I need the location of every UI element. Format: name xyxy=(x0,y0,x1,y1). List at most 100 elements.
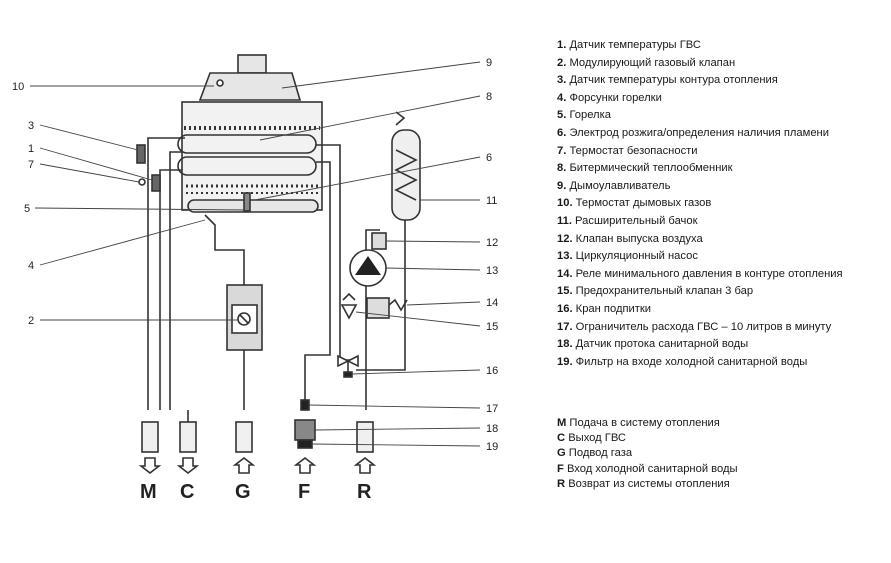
legend-item: 2. Модулирующий газовый клапан xyxy=(557,55,887,73)
legend-text: Датчик протока санитарной воды xyxy=(572,338,749,351)
legend-number: 3. xyxy=(557,74,567,87)
legend-item: 17. Ограничитель расхода ГВС – 10 литров… xyxy=(557,319,887,337)
port-g-label: G xyxy=(235,481,251,503)
port-legend-key: C xyxy=(557,432,566,445)
legend-item: 13. Циркуляционный насос xyxy=(557,248,887,266)
callout-17: 17 xyxy=(486,403,498,415)
legend-number: 4. xyxy=(557,91,567,104)
legend-text: Предохранительный клапан 3 бар xyxy=(572,285,754,298)
legend-number: 11. xyxy=(557,214,572,227)
legend-text: Модулирующий газовый клапан xyxy=(566,56,736,69)
legend-number: 2. xyxy=(557,56,567,69)
port-g-fitting xyxy=(235,421,253,453)
legend-number: 13. xyxy=(557,250,573,263)
pipe-m-flow xyxy=(147,137,185,410)
legend-item: 3. Датчик температуры контура отопления xyxy=(557,72,887,90)
port-legend-text: Подача в систему отопления xyxy=(566,417,720,429)
leader-4 xyxy=(39,219,206,266)
legend-number: 9. xyxy=(557,179,567,192)
fume-collector xyxy=(198,72,302,101)
port-c-arrow-down xyxy=(176,457,200,475)
dhw-flow-sensor xyxy=(294,419,316,441)
legend-item: 10. Термостат дымовых газов xyxy=(557,195,887,213)
legend-item: 9. Дымоулавливатель xyxy=(557,178,887,196)
safety-valve-spring xyxy=(342,292,356,301)
callout-1: 1 xyxy=(28,143,34,155)
callout-2: 2 xyxy=(28,315,34,327)
legend-item: 18. Датчик протока санитарной воды xyxy=(557,336,887,354)
legend-number: 15. xyxy=(557,285,573,298)
legend-item: 14. Реле минимального давления в контуре… xyxy=(557,266,887,284)
safety-valve xyxy=(340,304,358,320)
leader-7 xyxy=(39,163,140,183)
legend-number: 5. xyxy=(557,109,567,122)
port-m-label: M xyxy=(140,481,157,503)
legend-text: Форсунки горелки xyxy=(566,91,662,104)
legend-text: Циркуляционный насос xyxy=(572,250,698,263)
legend-text: Ограничитель расхода ГВС – 10 литров в м… xyxy=(572,320,832,333)
leader-9 xyxy=(281,61,481,89)
callout-12: 12 xyxy=(486,237,498,249)
filling-valve-handle xyxy=(343,371,353,378)
heat-exchanger-lower-coil xyxy=(177,156,317,176)
legend-text: Фильтр на входе холодной санитарной воды xyxy=(572,355,808,368)
flue-outlet xyxy=(237,54,267,74)
legend-text: Дымоулавливатель xyxy=(566,179,671,192)
legend-text: Битермический теплообменник xyxy=(566,162,733,175)
burner xyxy=(187,199,319,213)
legend-number: 17. xyxy=(557,320,573,333)
leader-1 xyxy=(39,147,153,181)
filling-valve-right xyxy=(346,354,359,368)
callout-10: 10 xyxy=(12,81,24,93)
cold-water-filter xyxy=(297,439,313,449)
port-legend-text: Выход ГВС xyxy=(565,432,627,445)
callout-5: 5 xyxy=(24,203,30,215)
ignition-electrode xyxy=(243,192,251,212)
legend-item: 12. Клапан выпуска воздуха xyxy=(557,231,887,249)
component-legend: 1. Датчик температуры ГВС 2. Модулирующий… xyxy=(557,37,887,371)
legend-item: 4. Форсунки горелки xyxy=(557,90,887,108)
port-c-label: C xyxy=(180,481,194,503)
legend-text: Термостат безопасности xyxy=(566,144,698,157)
callout-4: 4 xyxy=(28,260,34,272)
leader-6 xyxy=(254,156,481,201)
legend-number: 1. xyxy=(557,39,567,51)
heating-temp-sensor xyxy=(136,144,146,164)
legend-text: Датчик температуры ГВС xyxy=(566,39,701,51)
port-g-arrow-up xyxy=(232,456,256,474)
leader-14 xyxy=(406,301,481,306)
port-legend-item: C Выход ГВС xyxy=(557,431,887,446)
port-legend-key: F xyxy=(557,462,564,475)
port-legend-item: G Подвод газа xyxy=(557,446,887,461)
legend-number: 10. xyxy=(557,197,573,210)
port-legend-item: R Возврат из системы отопления xyxy=(557,477,887,492)
gas-valve-indicator xyxy=(239,314,249,324)
callout-6: 6 xyxy=(486,152,492,164)
port-r-label: R xyxy=(357,481,372,503)
bithermic-heat-exchanger xyxy=(177,134,317,154)
legend-item: 5. Горелка xyxy=(557,107,887,125)
expansion-vessel-membrane xyxy=(394,149,418,201)
dhw-temp-sensor xyxy=(151,174,161,192)
callout-11: 11 xyxy=(486,195,497,207)
port-legend-key: G xyxy=(557,447,566,460)
leader-5 xyxy=(34,207,246,211)
port-legend-text: Подвод газа xyxy=(565,447,633,460)
port-r-fitting xyxy=(356,421,374,453)
callout-13: 13 xyxy=(486,265,498,277)
port-f-arrow-up xyxy=(293,456,317,474)
callout-16: 16 xyxy=(486,365,498,377)
legend-text: Электрод розжига/определения наличия пла… xyxy=(566,126,829,139)
legend-text: Датчик температуры контура отопления xyxy=(566,74,778,87)
legend-text: Горелка xyxy=(566,109,611,122)
filling-valve xyxy=(337,354,350,368)
legend-number: 14. xyxy=(557,267,573,280)
pipe-gas-to-burner xyxy=(204,214,245,285)
legend-text: Кран подпитки xyxy=(572,302,652,315)
callout-19: 19 xyxy=(486,441,498,453)
legend-item: 7. Термостат безопасности xyxy=(557,143,887,161)
callout-14: 14 xyxy=(486,297,498,309)
leader-18 xyxy=(314,427,481,431)
leader-8 xyxy=(259,95,481,141)
